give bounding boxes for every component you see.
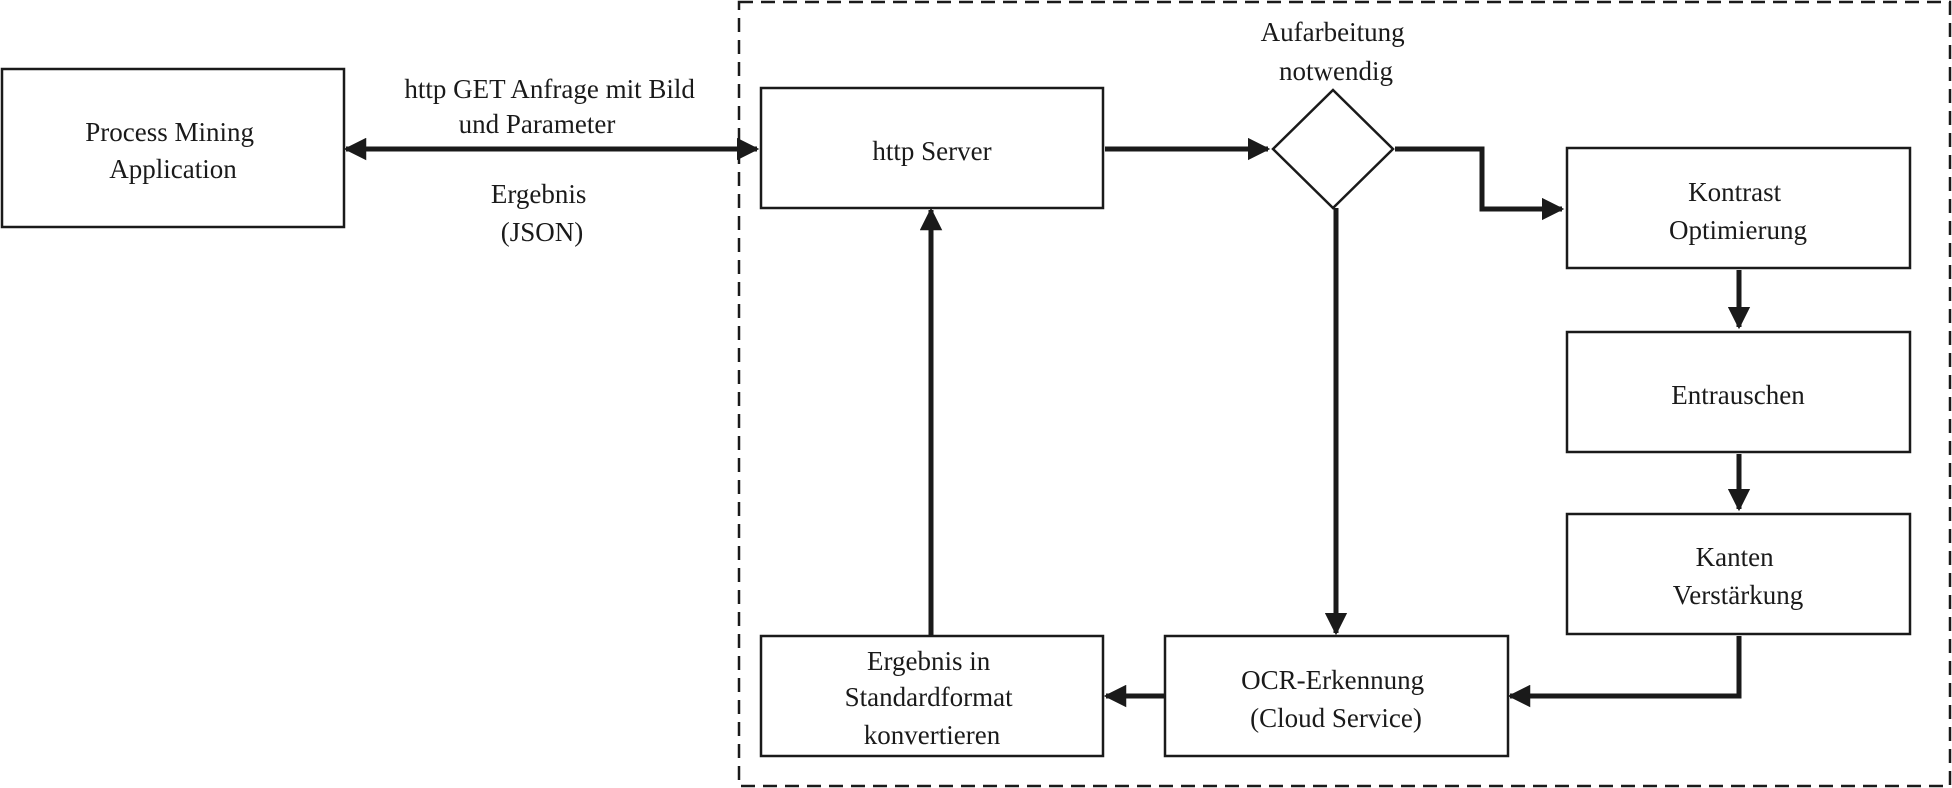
svg-text:http Server: http Server bbox=[872, 136, 991, 166]
svg-text:Entrauschen: Entrauschen bbox=[1671, 380, 1805, 410]
node-process-mining-application: Process Mining Application bbox=[0, 67, 346, 229]
node-label-line: http Server bbox=[872, 136, 991, 166]
decision-label-line: notwendig bbox=[1279, 56, 1393, 86]
node-ocr-erkennung: OCR-Erkennung (Cloud Service) bbox=[1163, 634, 1510, 758]
node-label-line: OCR-Erkennung bbox=[1241, 665, 1424, 695]
node-label-line: Kanten bbox=[1696, 542, 1774, 572]
svg-text:OCR-Erkennung (Cloud Ser: OCR-Erkennung (Cloud Service) bbox=[1241, 665, 1431, 733]
edge-decision-to-kontrast bbox=[1395, 146, 1565, 221]
service-boundary-frame bbox=[737, 0, 1952, 788]
node-kontrast-optimierung: Kontrast Optimierung bbox=[1565, 146, 1912, 270]
edge-label-request: http GET Anfrage mit Bild und Parameter bbox=[404, 74, 701, 139]
node-ergebnis-konvertieren: Ergebnis in Standardformat konvertieren bbox=[759, 634, 1105, 758]
node-label-line: Process Mining bbox=[85, 117, 254, 147]
node-label-line: konvertieren bbox=[864, 720, 1001, 750]
edge-label-response: Ergebnis (JSON) bbox=[491, 179, 593, 247]
node-kanten-verstaerkung: Kanten Verstärkung bbox=[1565, 512, 1912, 636]
edge-label-line: Ergebnis bbox=[491, 179, 587, 209]
node-http-server: http Server bbox=[759, 86, 1105, 210]
svg-text:Process Mining Applicati: Process Mining Application bbox=[85, 117, 261, 184]
svg-text:Ergebnis in Standardform: Ergebnis in Standardformat konvertieren bbox=[845, 646, 1020, 750]
svg-text:Kanten Verstärkung: Kanten Verstärkung bbox=[1673, 542, 1803, 610]
node-label-line: Verstärkung bbox=[1673, 580, 1803, 610]
edge-kanten-to-ocr bbox=[1507, 636, 1742, 708]
edge-label-line: (JSON) bbox=[501, 217, 584, 247]
node-entrauschen: Entrauschen bbox=[1565, 330, 1912, 454]
node-decision-aufarbeitung: Aufarbeitung notwendig bbox=[1261, 17, 1412, 210]
edge-label-line: und Parameter bbox=[459, 109, 616, 139]
node-label-line: Ergebnis in bbox=[867, 646, 991, 676]
node-label-line: (Cloud Service) bbox=[1250, 703, 1422, 733]
svg-text:Kontrast Optimierung: Kontrast Optimierung bbox=[1669, 177, 1807, 245]
node-label-line: Optimierung bbox=[1669, 215, 1807, 245]
edge-label-line: http GET Anfrage mit Bild bbox=[404, 74, 695, 104]
decision-label-line: Aufarbeitung bbox=[1261, 17, 1405, 47]
node-label-line: Standardformat bbox=[845, 682, 1013, 712]
node-label-line: Application bbox=[109, 154, 237, 184]
node-label-line: Kontrast bbox=[1688, 177, 1781, 207]
node-label-line: Entrauschen bbox=[1671, 380, 1805, 410]
svg-text:Aufarbeitung notwendig: Aufarbeitung notwendig bbox=[1261, 17, 1412, 86]
